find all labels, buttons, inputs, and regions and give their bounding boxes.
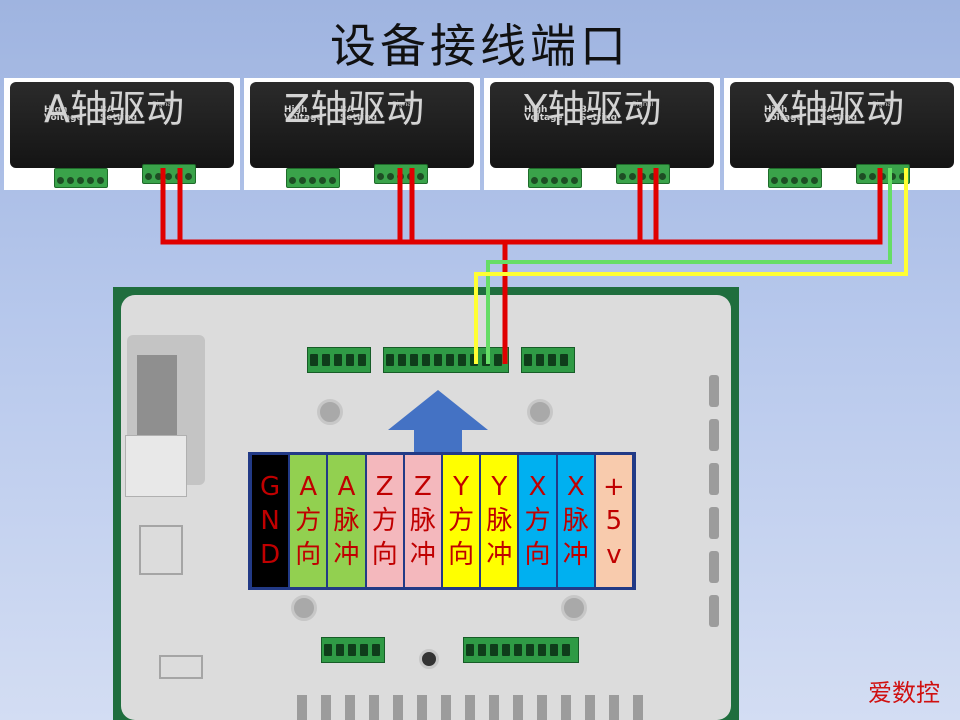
driver-signal-text: Signal bbox=[392, 100, 414, 108]
driver-setting-text: BA Setting bbox=[100, 105, 138, 123]
driver-setting-text: BA Setting bbox=[580, 105, 618, 123]
mount-hole bbox=[317, 399, 343, 425]
pin-5v: + 5 v bbox=[595, 455, 633, 587]
up-arrow-icon bbox=[388, 390, 488, 460]
pin-line: 脉 bbox=[333, 506, 360, 536]
connector-bottom-right bbox=[463, 637, 579, 663]
pin-line: Z bbox=[414, 472, 432, 502]
pin-line: 5 bbox=[605, 506, 623, 536]
driver-z: High Voltage BA Setting Signal Z轴驱动 bbox=[244, 78, 480, 190]
connector-top-right bbox=[521, 347, 575, 373]
mount-hole bbox=[419, 649, 439, 669]
driver-signal-text: Signal bbox=[872, 100, 894, 108]
green-wire bbox=[486, 168, 892, 364]
driver-setting-text: BA Setting bbox=[340, 105, 378, 123]
bottom-vents bbox=[297, 695, 657, 720]
driver-body bbox=[490, 82, 714, 168]
driver-x: High Voltage BA Setting Signal X轴驱动 bbox=[724, 78, 960, 190]
pin-line: D bbox=[260, 540, 281, 570]
watermark-text: 爱数控 bbox=[868, 679, 940, 707]
driver-label: X轴驱动 bbox=[764, 87, 905, 131]
small-cutout bbox=[159, 655, 203, 679]
pin-line: Z bbox=[375, 472, 394, 502]
driver-signal-text: Signal bbox=[152, 100, 174, 108]
driver-a: High Voltage BA Setting Signal A轴驱动 bbox=[4, 78, 240, 190]
driver-voltage-text: High Voltage bbox=[524, 105, 563, 123]
red-wire bbox=[160, 168, 883, 245]
pin-line: 脉 bbox=[409, 506, 436, 536]
connector-bottom-left bbox=[321, 637, 385, 663]
pin-line: X bbox=[566, 472, 585, 502]
driver-body bbox=[730, 82, 954, 168]
connector-top-left bbox=[307, 347, 371, 373]
pin-line: A bbox=[299, 472, 318, 502]
mount-hole bbox=[561, 595, 587, 621]
pin-line: X bbox=[528, 472, 547, 502]
driver-body bbox=[10, 82, 234, 168]
pin-line: 方 bbox=[524, 506, 551, 536]
pin-y-pulse: Y 脉 冲 bbox=[481, 455, 518, 587]
pin-x-dir: X 方 向 bbox=[519, 455, 556, 587]
power-terminal bbox=[54, 168, 108, 188]
power-terminal bbox=[528, 168, 582, 188]
driver-voltage-text: High Voltage bbox=[284, 105, 323, 123]
pin-line: + bbox=[603, 472, 625, 502]
pin-line: 向 bbox=[295, 540, 322, 570]
yellow-wire bbox=[474, 168, 908, 364]
vent-slot bbox=[709, 551, 719, 583]
pin-line: A bbox=[337, 472, 356, 502]
pin-line: 冲 bbox=[333, 540, 360, 570]
pin-line: 向 bbox=[448, 540, 475, 570]
pin-line: 冲 bbox=[409, 540, 436, 570]
power-terminal bbox=[768, 168, 822, 188]
pin-x-pulse: X 脉 冲 bbox=[557, 455, 594, 587]
pin-a-dir: A 方 向 bbox=[290, 455, 327, 587]
power-terminal bbox=[286, 168, 340, 188]
driver-voltage-text: High Voltage bbox=[764, 105, 803, 123]
pin-line: 向 bbox=[524, 540, 551, 570]
pin-gnd: G N D bbox=[252, 455, 289, 587]
red-wire-group bbox=[160, 168, 883, 364]
driver-signal-text: Signal bbox=[632, 100, 654, 108]
driver-setting-text: BA Setting bbox=[820, 105, 858, 123]
pin-line: 方 bbox=[371, 506, 398, 536]
pin-line: 方 bbox=[295, 506, 322, 536]
vent-slot bbox=[709, 375, 719, 407]
pin-line: 冲 bbox=[486, 540, 513, 570]
pin-z-dir: Z 方 向 bbox=[366, 455, 403, 587]
pin-z-pulse: Z 脉 冲 bbox=[404, 455, 442, 587]
pin-line: v bbox=[606, 540, 622, 570]
pin-line: 向 bbox=[371, 540, 398, 570]
mount-hole bbox=[527, 399, 553, 425]
vent-slot bbox=[709, 507, 719, 539]
pin-line: 脉 bbox=[486, 506, 513, 536]
pin-line: 冲 bbox=[562, 540, 589, 570]
pin-line: Y bbox=[453, 472, 470, 502]
pin-line: Y bbox=[491, 472, 508, 502]
driver-y: High Voltage BA Setting Signal Y轴驱动 bbox=[484, 78, 720, 190]
pin-line: G bbox=[260, 472, 281, 502]
driver-body bbox=[250, 82, 474, 168]
vent-slot bbox=[709, 463, 719, 495]
page-title: 设备接线端口 bbox=[330, 19, 630, 73]
pin-y-dir: Y 方 向 bbox=[443, 455, 480, 587]
driver-label: Y轴驱动 bbox=[524, 87, 662, 131]
driver-label: A轴驱动 bbox=[44, 87, 184, 131]
pin-label-table: G N D A 方 向 A 脉 冲 Z 方 向 Z 脉 冲 Y 方 向 Y 脉 … bbox=[248, 452, 636, 590]
pin-line: 方 bbox=[448, 506, 475, 536]
square-cutout bbox=[139, 525, 183, 575]
driver-voltage-text: High Voltage bbox=[44, 105, 83, 123]
vent-slot bbox=[709, 595, 719, 627]
pin-a-pulse: A 脉 冲 bbox=[328, 455, 365, 587]
pin-line: 脉 bbox=[562, 506, 589, 536]
driver-label: Z轴驱动 bbox=[284, 87, 425, 131]
pin-line: N bbox=[260, 506, 280, 536]
mount-block bbox=[125, 435, 187, 497]
mount-hole bbox=[291, 595, 317, 621]
vent-slot bbox=[709, 419, 719, 451]
